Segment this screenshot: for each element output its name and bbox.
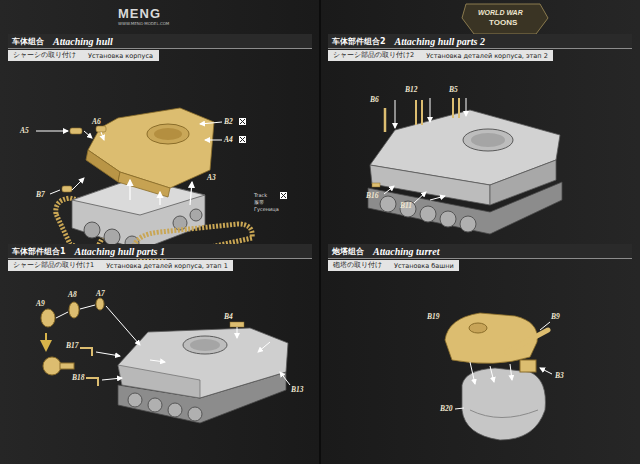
callout-number: B19 <box>427 313 440 321</box>
glue-note: 履带 <box>254 200 264 205</box>
series-logo: TOONS <box>489 19 517 27</box>
callout-number: B20 <box>440 405 453 413</box>
callout-number: B12 <box>405 86 418 94</box>
callout-number: A6 <box>92 118 101 126</box>
hull-assembly <box>36 108 287 260</box>
step-title: 车体部件组合2 <box>332 36 386 47</box>
callout-number: A8 <box>68 291 77 299</box>
callout-number: B13 <box>291 386 304 394</box>
step-title: 车体组合 <box>12 36 44 47</box>
step-header: 车体部件组合1 Attaching hull parts 1 <box>8 244 312 259</box>
step-subtitle: シャーシの取り付け Установка корпуса <box>8 50 159 61</box>
callout-number: B18 <box>72 374 85 382</box>
step-title: 车体部件组合1 <box>12 246 66 257</box>
callout-number: B5 <box>449 86 458 94</box>
step-header: 炮塔组合 Attaching turret <box>328 244 632 259</box>
step-title-translation: Установка деталей корпуса, этап 2 <box>426 52 548 60</box>
step-title-translation: Установка корпуса <box>88 52 153 60</box>
step-title-translation: Установка деталей корпуса, этап 1 <box>106 262 228 270</box>
step-title-translation: Attaching turret <box>373 246 439 257</box>
step-header: 车体部件组合2 Attaching hull parts 2 <box>328 34 632 49</box>
callout-number: B17 <box>66 342 79 350</box>
step-subtitle: シャーシ部品の取り付け2 Установка деталей корпуса, э… <box>328 50 553 61</box>
callout-number: B11 <box>400 202 412 210</box>
step-title-translation: Attaching hull <box>53 36 113 47</box>
step-subtitle: シャーシ部品の取り付け1 Установка деталей корпуса, э… <box>8 260 233 271</box>
step-title-translation: Attaching hull parts 1 <box>75 246 165 257</box>
hull-parts-1 <box>41 298 290 423</box>
callout-number: B3 <box>555 372 564 380</box>
step-subtitle: 砲塔の取り付け Установка башни <box>328 260 459 271</box>
callout-number: B9 <box>551 313 560 321</box>
callout-number: B6 <box>370 96 379 104</box>
callout-number: A4 <box>224 136 233 144</box>
callout-number: B4 <box>224 313 233 321</box>
step-title: 炮塔组合 <box>332 246 364 257</box>
step-header: 车体组合 Attaching hull <box>8 34 312 49</box>
glue-note: Гусеница <box>254 207 279 212</box>
callout-number: A9 <box>36 300 45 308</box>
step-title-translation: Attaching hull parts 2 <box>395 36 485 47</box>
callout-number: A3 <box>207 174 216 182</box>
step-title: 砲塔の取り付け <box>333 261 382 270</box>
callout-number: A7 <box>96 290 105 298</box>
step-title: シャーシ部品の取り付け2 <box>333 51 414 60</box>
brand-url: WWW.MENG-MODEL.COM <box>118 22 169 26</box>
step-title: シャーシ部品の取り付け1 <box>13 261 94 270</box>
callout-number: B2 <box>224 118 233 126</box>
brand-logo: MENG <box>118 7 161 20</box>
turret-assembly <box>445 313 552 440</box>
callout-number: B7 <box>36 191 45 199</box>
step-title-translation: Установка башни <box>394 262 454 270</box>
step-title: シャーシの取り付け <box>13 51 76 60</box>
series-logo: WORLD WAR <box>478 9 523 16</box>
hull-parts-2 <box>368 98 562 234</box>
callout-number: B16 <box>366 192 379 200</box>
glue-note: Track <box>254 193 267 198</box>
callout-number: A5 <box>20 127 29 135</box>
